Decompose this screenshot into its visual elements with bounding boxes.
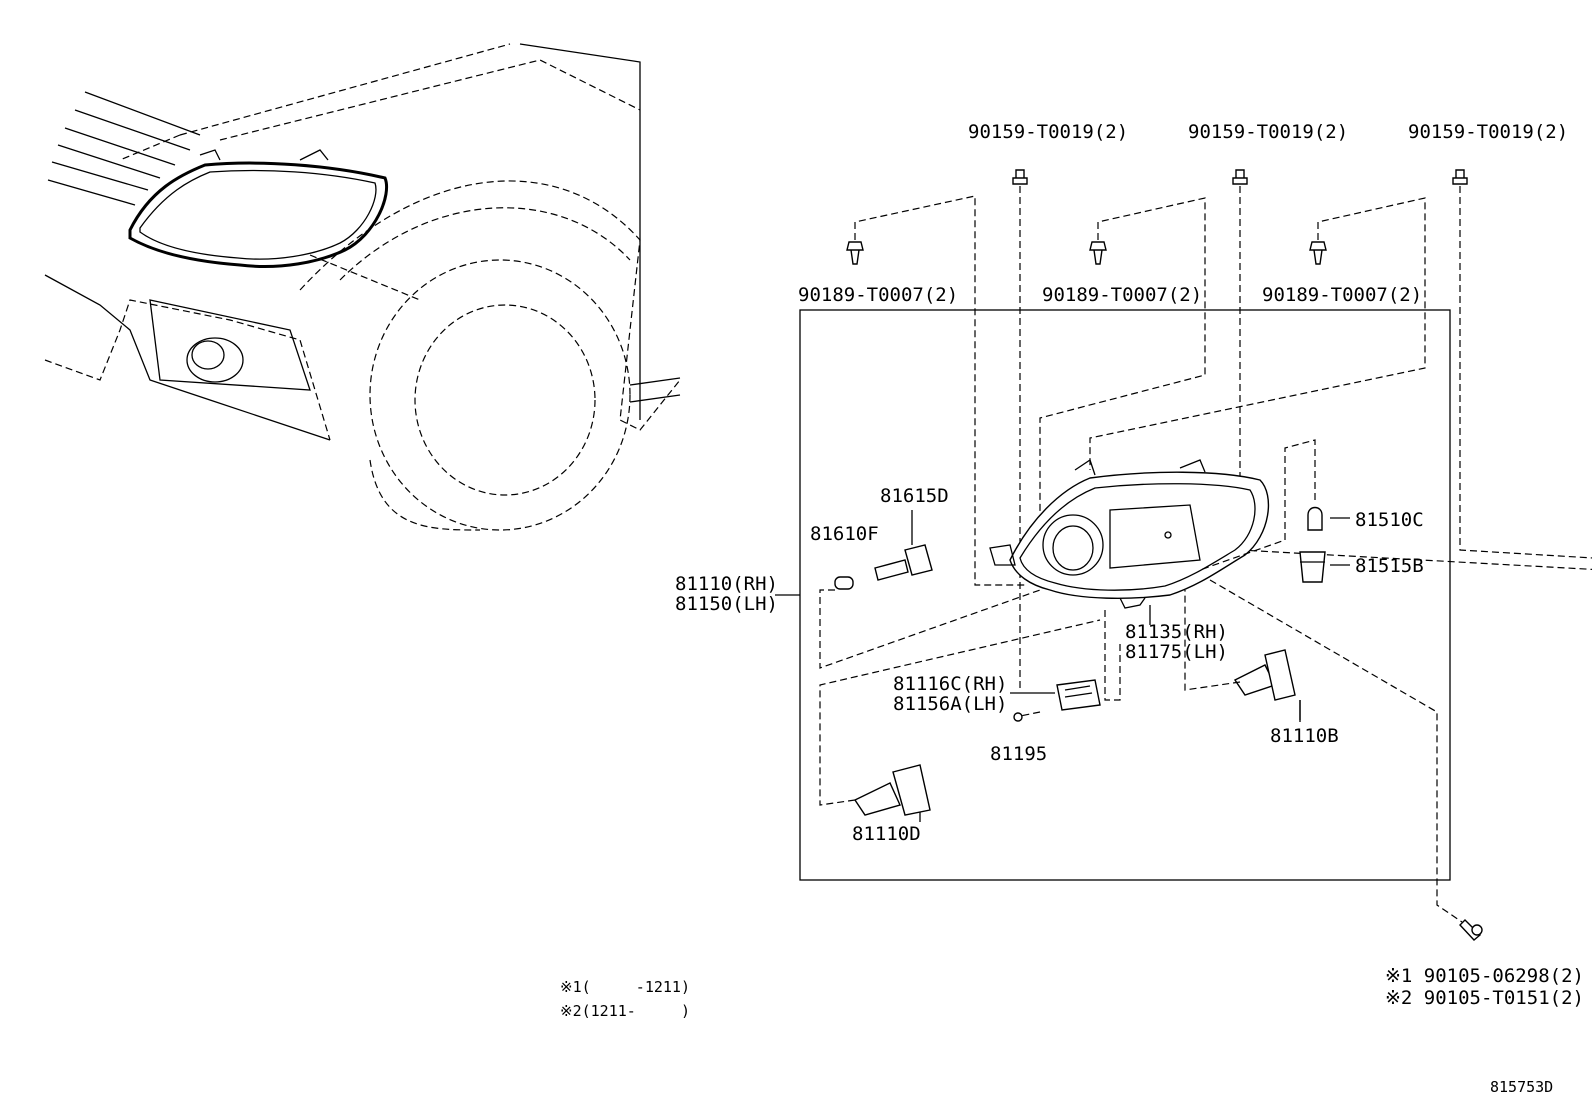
legend-1: ※1( -1211) [560, 978, 690, 996]
screw-81195-label: 81195 [990, 743, 1047, 765]
ballast-81116c-icon [1010, 610, 1121, 717]
unit-rh-label: 81135(RH) [1125, 621, 1228, 643]
ballast-rh-label: 81116C(RH) [893, 673, 1007, 695]
bolt-90105-icon [1209, 579, 1483, 941]
bulb-81610f-icon [819, 576, 1041, 669]
bulb-81510c-icon [1199, 439, 1350, 571]
assy-lh-label: 81150(LH) [675, 593, 778, 615]
bulb-81110d-icon [819, 619, 1101, 822]
socket-81515b-icon [1299, 551, 1350, 583]
ballast-lh-label: 81156A(LH) [893, 693, 1007, 715]
unit-lh-label: 81175(LH) [1125, 641, 1228, 663]
bulb-81510c-label: 81510C [1355, 509, 1424, 531]
clip-bolt-label-b: 90159-T0019(2) [1188, 121, 1348, 143]
clip-label-b: 90189-T0007(2) [1042, 284, 1202, 306]
legend-2: ※2(1211- ) [560, 1002, 690, 1020]
socket-81515b-label: 81515B [1355, 555, 1424, 577]
vehicle-front-illustration [44, 43, 681, 531]
bulb-81110d-label: 81110D [852, 823, 921, 845]
bolt-note-2-label: ※2 90105-T0151(2) [1385, 987, 1584, 1009]
bulb-81110b-label: 81110B [1270, 725, 1339, 747]
socket-81615d-label: 81615D [880, 485, 949, 507]
clip-bolt-label-c: 90159-T0019(2) [1408, 121, 1568, 143]
headlamp-unit [989, 458, 1270, 609]
bulb-81610f-label: 81610F [810, 523, 879, 545]
clip-label-a: 90189-T0007(2) [798, 284, 958, 306]
socket-81615d-icon [874, 510, 933, 581]
bolt-note-1-label: ※1 90105-06298(2) [1385, 965, 1584, 987]
figure-id: 815753D [1490, 1078, 1553, 1096]
screw-81195-icon [1013, 712, 1023, 722]
clip-label-c: 90189-T0007(2) [1262, 284, 1422, 306]
clip-icons [846, 195, 1426, 586]
assy-rh-label: 81110(RH) [675, 573, 778, 595]
clip-bolt-label-a: 90159-T0019(2) [968, 121, 1128, 143]
